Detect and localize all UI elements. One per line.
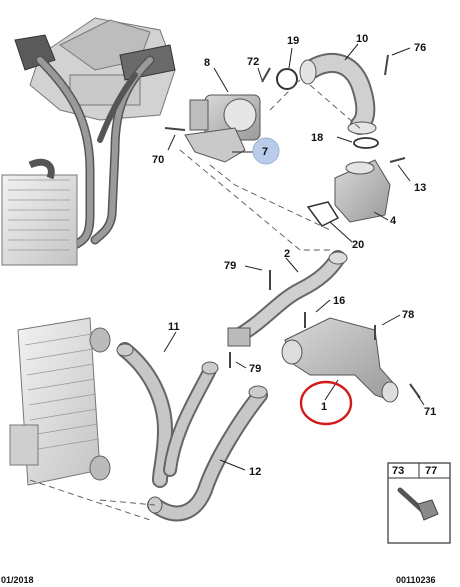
air-duct-part-1 — [281, 317, 399, 403]
bolt-part-76 — [384, 54, 389, 76]
annotation-circle-1 — [299, 380, 353, 426]
callout-70: 70 — [152, 154, 164, 166]
bolt-part-71 — [409, 383, 421, 399]
callout-1: 1 — [321, 401, 327, 413]
bolt-part-13 — [389, 157, 406, 163]
footer-date: 01/2018 — [1, 575, 34, 585]
leader-lines — [163, 43, 425, 471]
hardware-legend-box: 73 77 — [387, 462, 451, 544]
callout-13: 13 — [414, 182, 426, 194]
legend-code-73: 73 — [392, 465, 404, 477]
callout-76: 76 — [414, 42, 426, 54]
callout-79-upper: 79 — [224, 260, 236, 272]
callout-4: 4 — [390, 215, 397, 227]
bracket-part-7 — [184, 127, 246, 163]
highlight-marker-7 — [252, 137, 280, 165]
seal-part-18 — [353, 137, 379, 149]
intercooler-top-left — [1, 158, 78, 266]
bolt-part-72 — [261, 67, 271, 83]
callout-19: 19 — [287, 35, 299, 47]
footer-reference: 00110236 — [396, 575, 436, 585]
callout-8: 8 — [204, 57, 210, 69]
callout-72: 72 — [247, 56, 259, 68]
throttle-body-part-8 — [189, 94, 261, 141]
hose-part-11 — [116, 342, 219, 488]
callout-20: 20 — [352, 239, 364, 251]
legend-code-77: 77 — [425, 465, 437, 477]
engine-hoses — [35, 55, 155, 250]
callout-16: 16 — [333, 295, 345, 307]
callout-78: 78 — [402, 309, 414, 321]
elbow-pipe-part-10 — [299, 53, 377, 135]
callout-10: 10 — [356, 33, 368, 45]
callout-79-lower: 79 — [249, 363, 261, 375]
seal-part-19 — [276, 68, 298, 90]
callout-11: 11 — [168, 321, 180, 333]
gasket-part-20 — [306, 201, 340, 227]
pipe-part-2 — [227, 250, 348, 347]
intercooler-bottom-left — [9, 317, 111, 486]
hose-part-12 — [147, 385, 268, 522]
callout-71: 71 — [424, 406, 436, 418]
callout-18: 18 — [311, 132, 323, 144]
callout-12: 12 — [249, 466, 261, 478]
callout-2: 2 — [284, 248, 290, 260]
bolt-part-70 — [164, 127, 186, 131]
engine-block — [14, 17, 176, 121]
assembly-dash-lines — [29, 79, 363, 521]
flange-bolt-icon — [397, 487, 439, 521]
housing-part-4 — [334, 159, 391, 223]
callout-7: 7 — [262, 146, 268, 158]
